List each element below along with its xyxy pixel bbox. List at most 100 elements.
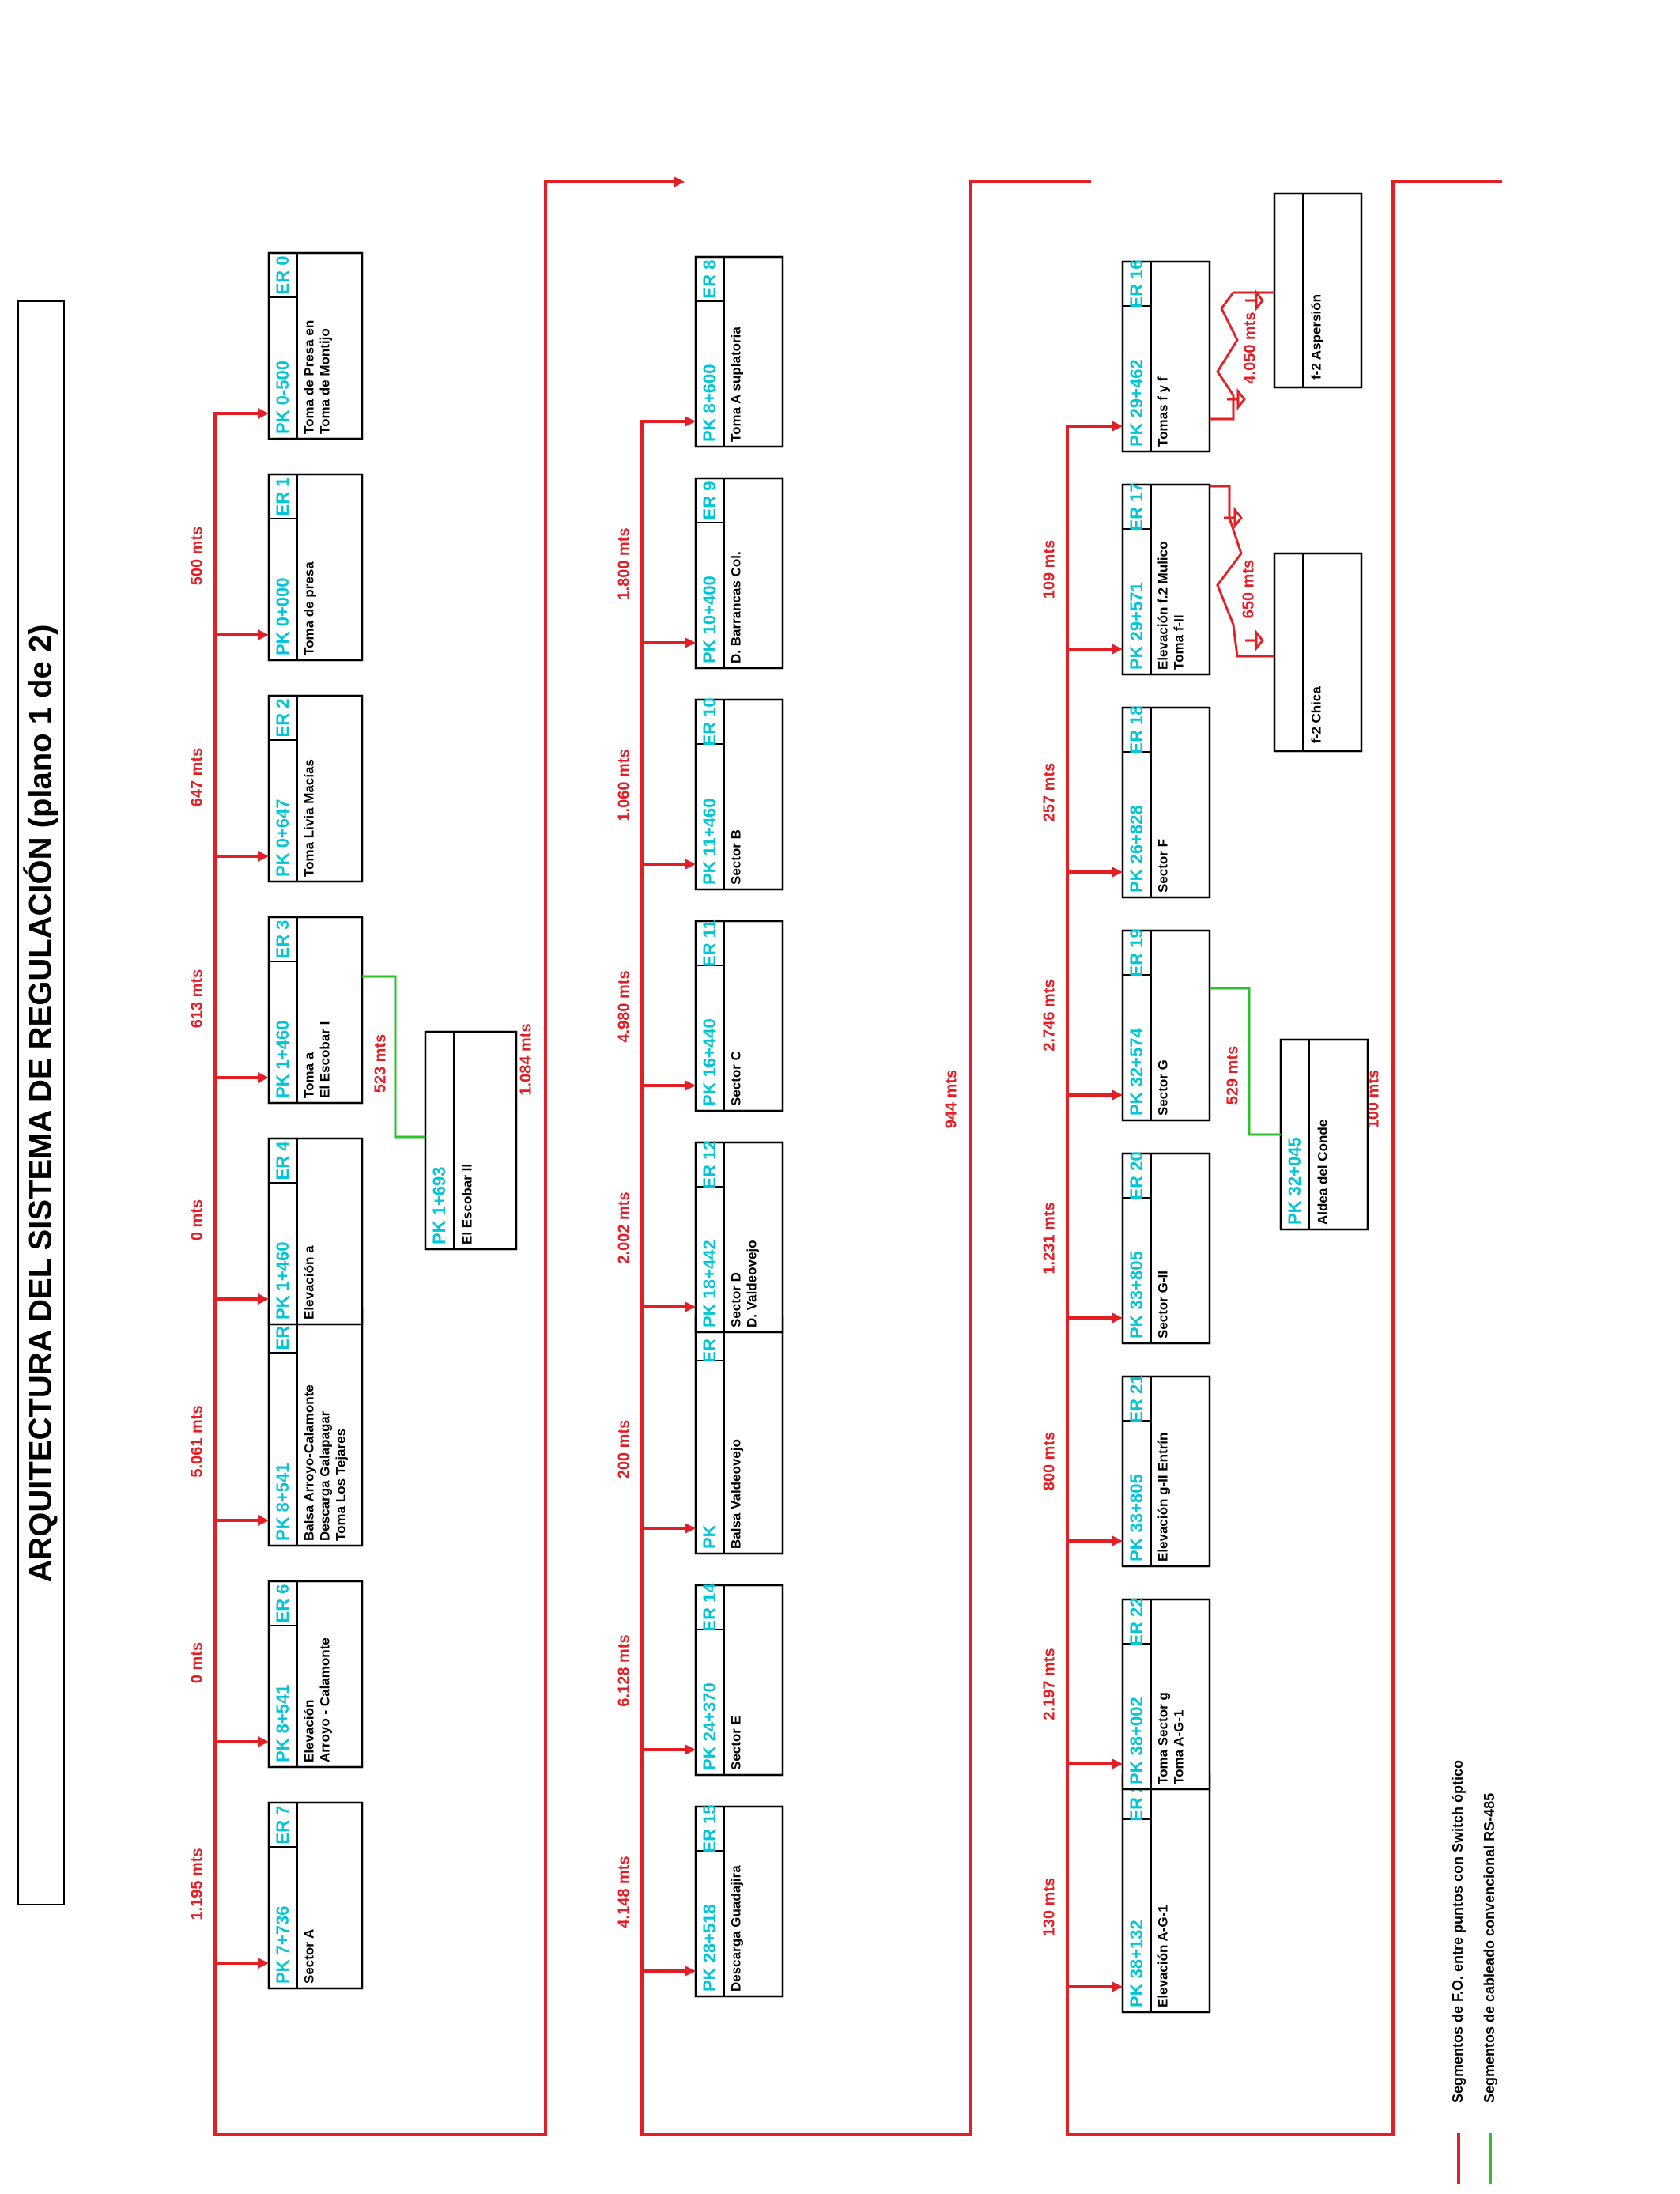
segment-distance-label: 800 mts	[1040, 1432, 1058, 1491]
station-box	[1121, 483, 1211, 676]
station-box	[1121, 1375, 1211, 1568]
fiber-arrow-head	[1112, 421, 1123, 432]
fiber-arrow-head	[1112, 1758, 1123, 1769]
station-description-line: Elevación f.2 Mulico	[1155, 542, 1170, 670]
station-description-line: Toma A suplatoria	[728, 327, 743, 442]
fiber-arrow-head	[685, 1301, 696, 1312]
station-er-label: ER 1	[273, 478, 293, 516]
station-er-label: ER 3	[273, 920, 293, 959]
station-description-line: Toma Livia Macías	[301, 759, 316, 877]
fiber-arrow-head	[1112, 644, 1123, 655]
station-description-line: Toma de Presa en	[301, 320, 316, 434]
station-description-line: Balsa Valdeovejo	[728, 1439, 743, 1549]
station-box	[267, 1580, 364, 1769]
station-er-label: ER 16	[1127, 259, 1146, 308]
station-description-line: D. Valdeovejo	[744, 1240, 759, 1327]
antenna-icon	[1227, 387, 1246, 411]
fiber-arrow-head	[1112, 1981, 1123, 1992]
segment-distance-label: 613 mts	[188, 969, 206, 1029]
fiber-arrow-head	[685, 1080, 696, 1091]
segment-distance-label: 4.148 mts	[615, 1856, 632, 1928]
fiber-arrow-head	[258, 1293, 269, 1305]
title-box: ARQUITECTURA DEL SISTEMA DE REGULACIÓN (…	[17, 300, 65, 1905]
station-er-label: ER 15	[700, 1804, 719, 1852]
station-pk-label: PK 8+600	[700, 364, 719, 442]
station-pk-label: PK 8+541	[273, 1685, 293, 1762]
station-box	[267, 916, 364, 1105]
fiber-link-col2-col3	[640, 180, 1091, 2136]
station-box	[267, 251, 364, 440]
station-box	[267, 473, 364, 662]
station-box	[694, 1315, 784, 1555]
station-pk-label: PK 33+805	[1127, 1251, 1146, 1339]
segment-distance-label: 2.197 mts	[1040, 1648, 1058, 1720]
station-pk-label: PK 18+442	[700, 1240, 719, 1327]
station-pk-label: PK 29+462	[1127, 359, 1146, 447]
station-description-line: Toma Sector g	[1155, 1692, 1170, 1784]
station-description-line: Toma de presa	[301, 561, 316, 655]
station-pk-label: PK 0-500	[273, 361, 293, 434]
station-box	[694, 477, 784, 670]
fiber-arrow-head	[258, 1958, 269, 1969]
segment-distance-label: 2.746 mts	[1040, 979, 1058, 1051]
node-distance-label: 4.050 mts	[1241, 312, 1259, 383]
segment-distance-label: 1.800 mts	[615, 527, 632, 599]
segment-distance-label: 4.980 mts	[615, 970, 632, 1042]
node-f2-chica: f-2 Chica	[1273, 552, 1363, 753]
fiber-arrow-head	[674, 176, 685, 187]
station-box	[267, 1307, 364, 1547]
fiber-arrow-head	[685, 1744, 696, 1755]
station-description-line: Descarga Guadajira	[728, 1865, 743, 1992]
station-description-line: Descarga Galapagar	[317, 1410, 332, 1541]
segment-distance-label: 1.060 mts	[615, 749, 632, 821]
station-box	[1121, 260, 1211, 453]
station-description-line: Toma a	[301, 1052, 316, 1098]
link-distance-label: 1.084 mts	[517, 1023, 534, 1095]
segment-distance-label: 257 mts	[1040, 763, 1058, 822]
station-er-21: PK 33+805 ER 21 Elevación g-II Entrín	[1121, 1374, 1211, 1568]
segment-distance-label: 200 mts	[615, 1420, 632, 1479]
station-pk-label: PK 10+400	[700, 576, 719, 663]
segment-distance-label: 0 mts	[188, 1642, 206, 1683]
station-pk-label: PK 29+571	[1127, 582, 1146, 670]
node-description-line: f-2 Aspersión	[1308, 294, 1323, 380]
segment-distance-label: 130 mts	[1040, 1878, 1058, 1937]
fiber-arrow-head	[1112, 1089, 1123, 1101]
node-pk-label: PK 1+693	[429, 1167, 449, 1244]
fiber-link-col1-col2	[213, 180, 642, 2136]
station-pk-label: PK 8+541	[273, 1463, 293, 1541]
station-er-label: ER 11	[700, 920, 719, 967]
radio-link-chica	[1210, 485, 1274, 658]
station-er-label: ER 21	[1127, 1374, 1146, 1422]
station-description-line: Toma f-II	[1171, 614, 1186, 670]
fiber-arrow-head	[685, 859, 696, 870]
station-description-line: Sector F	[1155, 839, 1170, 893]
node-distance-label: 523 mts	[372, 1034, 389, 1093]
node-box	[1279, 1038, 1369, 1231]
fiber-arrow-head	[258, 408, 269, 419]
station-pk-label: PK 33+805	[1127, 1474, 1146, 1561]
node-f2-aspersion: f-2 Aspersión	[1273, 192, 1363, 389]
station-box	[1121, 1598, 1211, 1791]
station-box	[267, 1801, 364, 1990]
station-pk-label: PK 1+460	[273, 1021, 293, 1098]
legend-label-fiber: Segmentos de F.O. entre puntos con Switc…	[1450, 1760, 1466, 2103]
station-description-line: Elevación g-II Entrín	[1155, 1433, 1170, 1561]
station-box	[267, 694, 364, 883]
node-distance-label: 529 mts	[1224, 1046, 1241, 1105]
station-description-line: Elevación A-G-1	[1155, 1905, 1170, 2007]
station-box	[694, 920, 784, 1112]
station-description-line: Toma A-G-1	[1171, 1710, 1186, 1784]
station-box	[694, 1805, 784, 1998]
link-distance-label: 944 mts	[942, 1070, 960, 1129]
